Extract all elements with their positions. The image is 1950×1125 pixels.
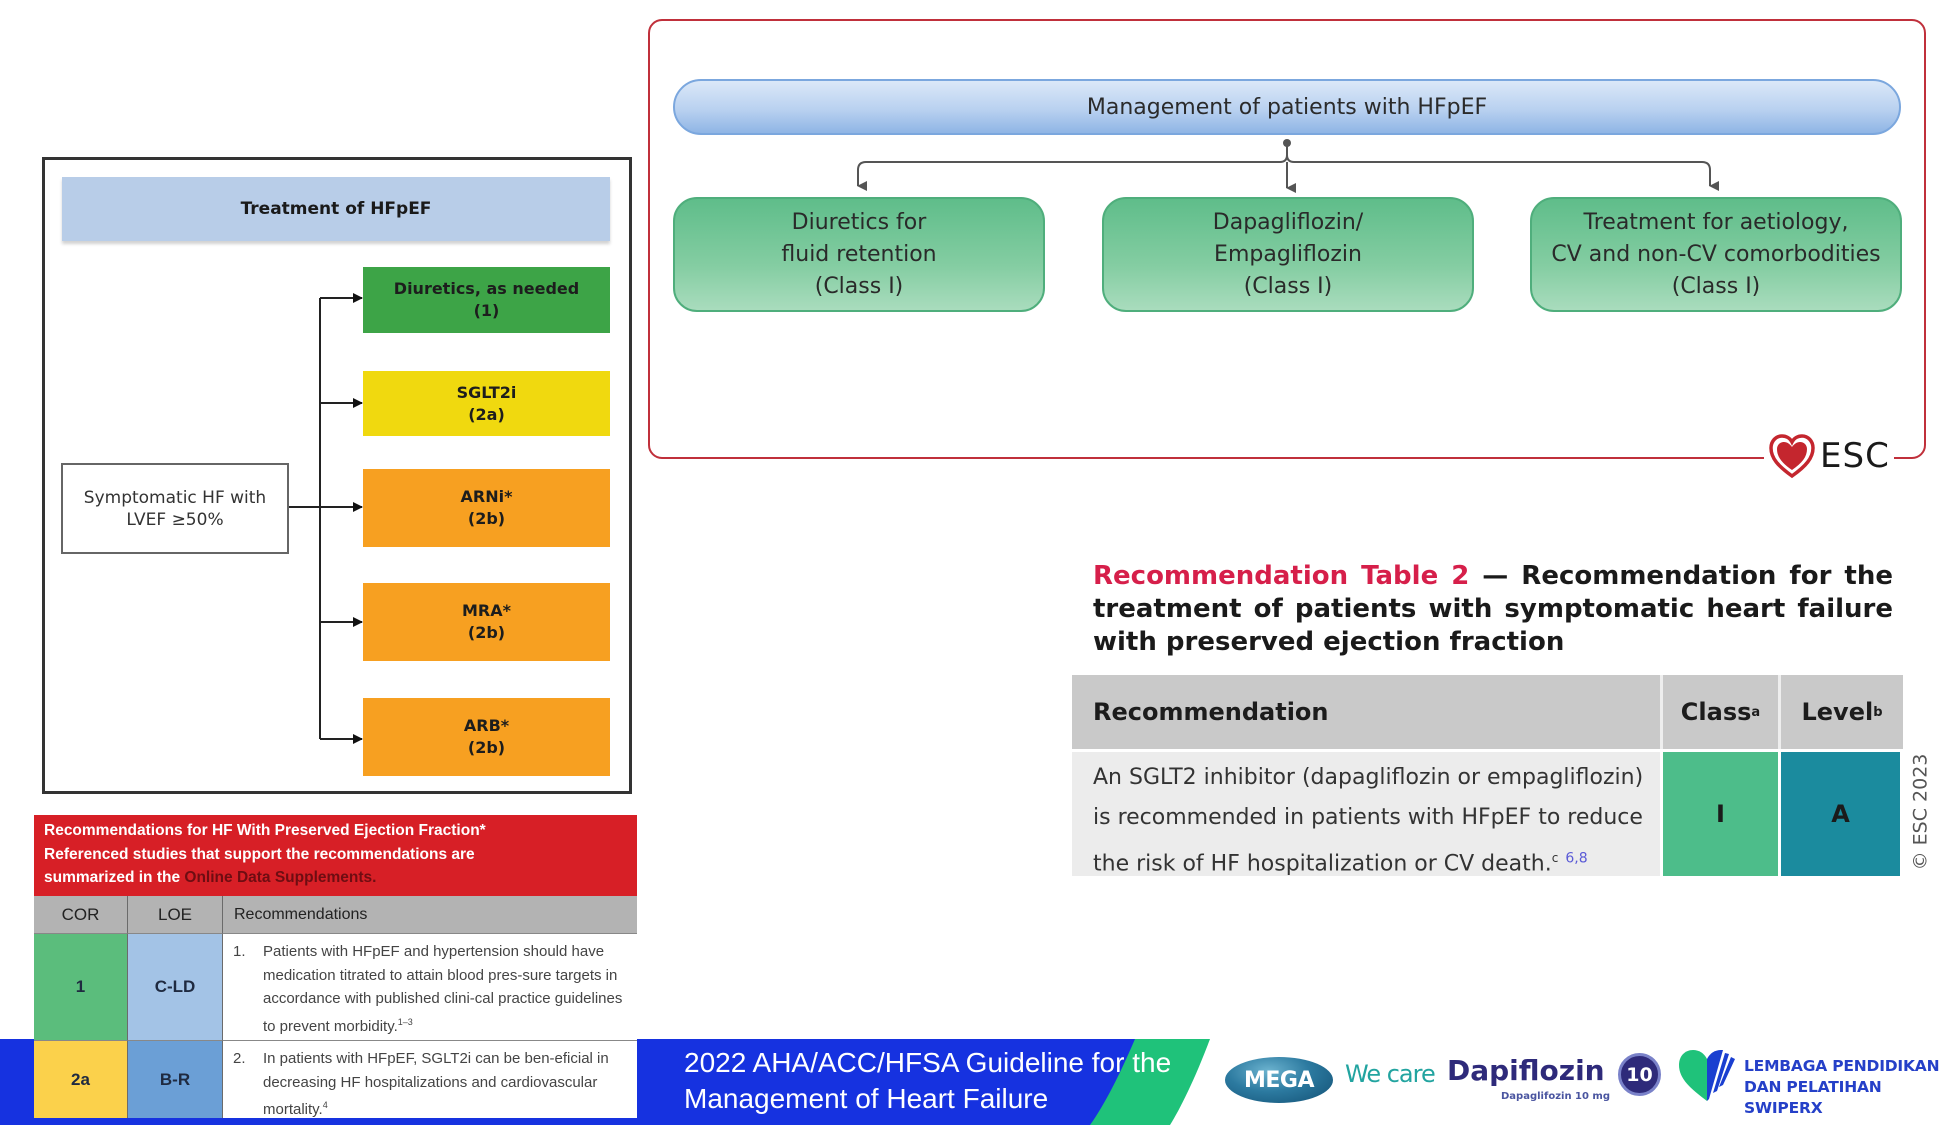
banner-title-line1: 2022 AHA/ACC/HFSA Guideline for the	[684, 1047, 1172, 1078]
aha-col-recommendations: Recommendations	[223, 896, 637, 933]
esc-copyright: © ESC 2023	[1905, 752, 1935, 872]
aha-option-class: (2a)	[468, 404, 505, 424]
esc-box-line: Treatment for aetiology,	[1583, 209, 1849, 235]
table-row: 1 C-LD 1. Patients with HFpEF and hyperte…	[34, 933, 637, 1040]
aha-rec-ref: 4	[322, 1100, 328, 1110]
dose-badge: 10	[1618, 1053, 1661, 1096]
mega-logo: MEGA	[1225, 1057, 1333, 1103]
aha-rec-text: Patients with HFpEF and hypertension sho…	[263, 943, 623, 1035]
esc-box-line: fluid retention	[781, 241, 937, 267]
we-care-tagline: We care	[1345, 1060, 1436, 1088]
aha-option-diuretics: Diuretics, as needed (1)	[363, 267, 610, 333]
aha-option-sglt2i: SGLT2i (2a)	[363, 371, 610, 436]
esc-box-comorbidities: Treatment for aetiology, CV and non-CV co…	[1530, 197, 1902, 312]
aha-cor-value: 2a	[71, 1069, 90, 1089]
esc-flowchart-frame	[648, 19, 1926, 459]
esc-heart-icon	[1769, 434, 1815, 479]
table-row: 2a B-R 2. In patients with HFpEF, SGLT2i …	[34, 1040, 637, 1118]
esc-level-cell: A	[1781, 752, 1900, 876]
aha-rec-number: 2.	[233, 1050, 246, 1067]
aha-option-label: SGLT2i	[456, 382, 517, 402]
aha-col-loe: LOE	[128, 896, 223, 933]
aha-rec-cell: 1. Patients with HFpEF and hypertension s…	[223, 933, 637, 1040]
aha-loe-cell: C-LD	[128, 933, 223, 1040]
banner-title-line2: Management of Heart Failure	[684, 1083, 1049, 1114]
aha-loe-value: C-LD	[154, 977, 196, 996]
esc-col-level-label: Level	[1801, 698, 1874, 726]
aha-loe-value: B-R	[159, 1069, 191, 1089]
esc-box-line: Empagliflozin	[1214, 241, 1362, 267]
aha-start-node: Symptomatic HF with LVEF ≥50%	[61, 463, 289, 554]
esc-table-title-text: — Recommendation for the treatment of pa…	[1093, 561, 1894, 657]
table-row: An SGLT2 inhibitor (dapagliflozin or emp…	[1072, 752, 1903, 876]
aha-rec-ref: 1–3	[397, 1016, 413, 1027]
esc-logo: ESC	[1764, 432, 1894, 480]
dapiflozin-logo: Dapiflozin	[1447, 1054, 1605, 1087]
aha-option-label: ARNi*	[460, 487, 513, 506]
banner-title: 2022 AHA/ACC/HFSA Guideline for the Mana…	[684, 1045, 1204, 1117]
aha-cor-cell: 1	[34, 933, 128, 1040]
esc-box-class: (Class I)	[1671, 273, 1761, 299]
aha-caption-prefix: summarized in the	[44, 869, 185, 886]
esc-class-cell: I	[1663, 752, 1781, 876]
esc-flowchart-title: Management of patients with HFpEF	[673, 79, 1901, 135]
aha-cor-value: 1	[75, 977, 86, 996]
aha-loe-cell: B-R	[128, 1040, 223, 1118]
aha-option-mra: MRA* (2b)	[363, 583, 610, 661]
aha-option-arb: ARB* (2b)	[363, 698, 610, 776]
aha-caption-line3: summarized in the Online Data Supplement…	[44, 866, 627, 890]
aha-option-class: (1)	[473, 301, 500, 320]
esc-col-class-label: Class	[1680, 698, 1752, 726]
esc-box-class: (Class I)	[1243, 273, 1333, 299]
aha-table-caption: Recommendations for HF With Preserved Ej…	[34, 815, 637, 896]
aha-option-label: MRA*	[462, 601, 511, 620]
online-data-supplements-link[interactable]: Online Data Supplements.	[184, 869, 377, 886]
swiperx-org-line2: DAN PELATIHAN SWIPERX	[1744, 1078, 1882, 1117]
esc-rec-text: An SGLT2 inhibitor (dapagliflozin or emp…	[1093, 765, 1644, 877]
esc-box-line: CV and non-CV comorbodities	[1551, 241, 1881, 267]
esc-copyright-text: © ESC 2023	[1909, 753, 1932, 871]
swiperx-org-line1: LEMBAGA PENDIDIKAN	[1744, 1057, 1940, 1075]
aha-option-class: (2b)	[467, 509, 506, 528]
esc-box-line: Dapagliflozin/	[1212, 209, 1364, 235]
esc-box-line: Diuretics for	[791, 209, 927, 235]
esc-col-recommendation: Recommendation	[1072, 675, 1663, 749]
esc-rec-sup: c	[1551, 851, 1559, 865]
aha-option-label: Diuretics, as needed	[393, 279, 580, 298]
swiperx-heart-book-icon	[1679, 1050, 1735, 1101]
aha-caption-line1: Recommendations for HF With Preserved Ej…	[44, 822, 486, 839]
esc-rec-refs[interactable]: 6,8	[1565, 850, 1588, 867]
aha-caption-line2: Referenced studies that support the reco…	[44, 845, 475, 863]
aha-option-class: (2b)	[467, 738, 506, 757]
aha-col-cor: COR	[34, 896, 128, 933]
esc-box-sglt2i: Dapagliflozin/Empagliflozin (Class I)	[1102, 197, 1474, 312]
esc-table-title: Recommendation Table 2 — Recommendation …	[1093, 560, 1893, 659]
esc-box-diuretics: Diuretics for fluid retention (Class I)	[673, 197, 1045, 312]
aha-flowchart-title: Treatment of HFpEF	[62, 177, 610, 241]
esc-box-class: (Class I)	[814, 273, 904, 299]
esc-col-class-sup: a	[1751, 704, 1761, 720]
swiperx-org-name: LEMBAGA PENDIDIKAN DAN PELATIHAN SWIPERX	[1744, 1056, 1950, 1119]
aha-cor-cell: 2a	[34, 1040, 128, 1118]
aha-table-header-row: COR LOE Recommendations	[34, 896, 637, 933]
esc-table-title-label: Recommendation Table 2	[1093, 561, 1470, 591]
aha-rec-number: 1.	[233, 943, 246, 960]
esc-rec-cell: An SGLT2 inhibitor (dapagliflozin or emp…	[1072, 752, 1663, 876]
esc-logo-text: ESC	[1820, 436, 1890, 476]
aha-option-label: ARB*	[463, 716, 510, 735]
aha-option-arni: ARNi* (2b)	[363, 469, 610, 547]
aha-rec-cell: 2. In patients with HFpEF, SGLT2i can be …	[223, 1040, 637, 1118]
aha-option-class: (2b)	[467, 623, 506, 642]
aha-rec-text: In patients with HFpEF, SGLT2i can be be…	[263, 1050, 609, 1118]
esc-col-level-sup: b	[1873, 704, 1883, 720]
aha-recommendation-table: COR LOE Recommendations 1 C-LD 1. Patient…	[34, 896, 637, 1118]
dapiflozin-subtitle: Dapaglifozin 10 mg	[1501, 1091, 1611, 1102]
